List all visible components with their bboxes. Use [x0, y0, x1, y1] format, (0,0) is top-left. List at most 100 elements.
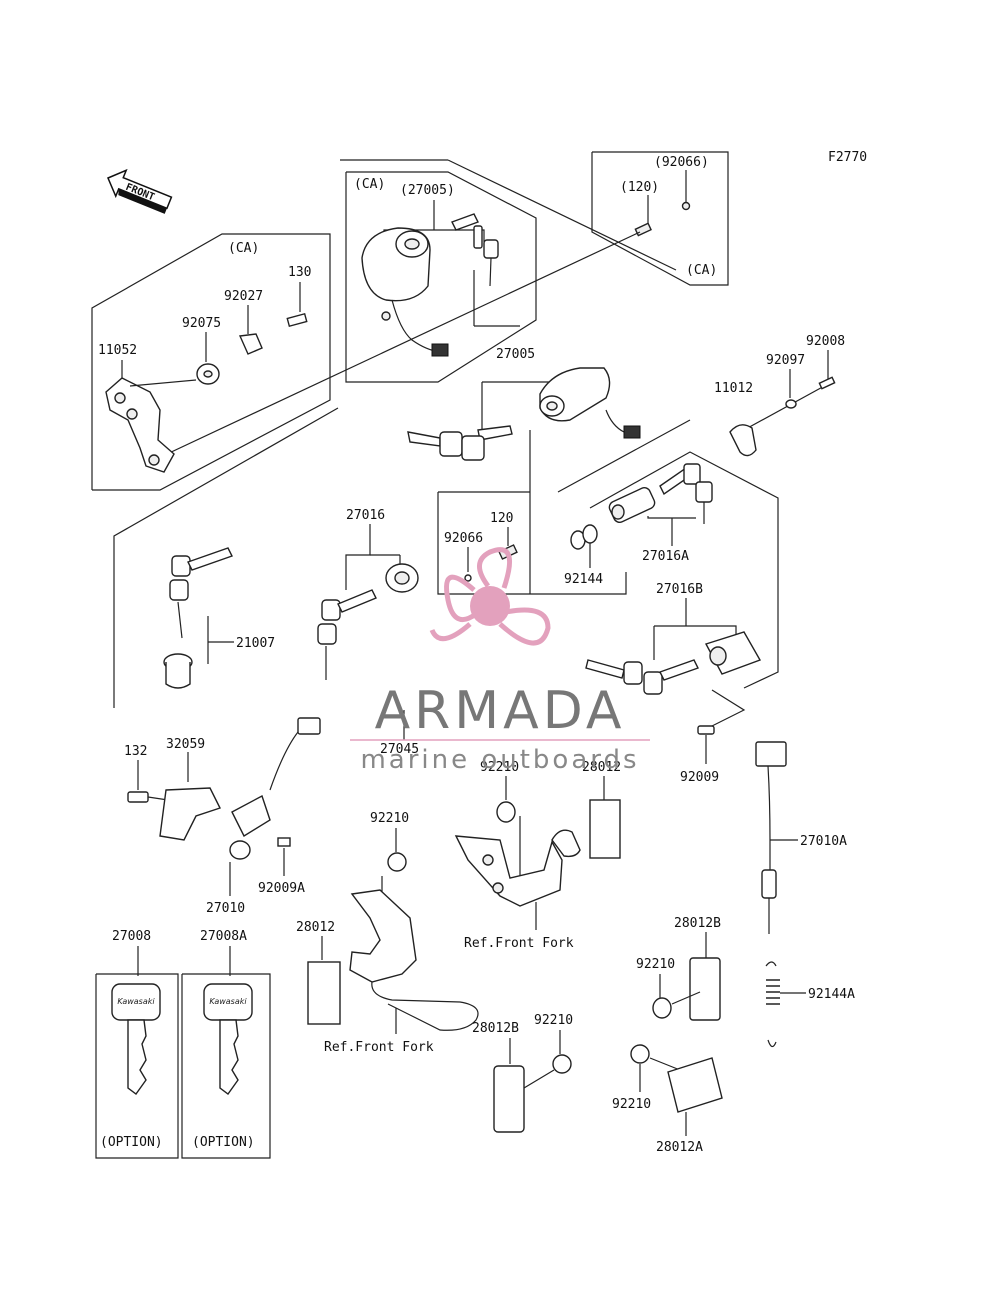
- callout-11012: 11012: [714, 381, 753, 396]
- callout-92210-e: 92210: [612, 1097, 651, 1112]
- lock-21007-icon: [163, 653, 193, 689]
- spring-92144-icon: [570, 524, 598, 550]
- reflector-28012B-b-icon: [689, 957, 721, 1021]
- key-brand-27008A: Kawasaki: [209, 997, 247, 1006]
- callout-92144: 92144: [564, 572, 603, 587]
- callout-27016: 27016: [346, 508, 385, 523]
- option-box-27008A: Kawasaki (OPTION): [181, 973, 271, 1159]
- nut-92210-b-icon: [387, 852, 407, 872]
- reflector-28012A-icon: [667, 1057, 723, 1113]
- option-label-27008A: (OPTION): [192, 1135, 255, 1150]
- seat-lock-icon: [539, 367, 641, 439]
- callout-27005-paren: (27005): [400, 183, 455, 198]
- ref-front-fork-a: Ref.Front Fork: [464, 936, 574, 951]
- ca-box-left: (CA) 130 92027 92075 11052: [91, 233, 331, 491]
- washer-92066-mid-icon: [464, 574, 472, 582]
- callout-92210-d: 92210: [636, 957, 675, 972]
- keys-27016A-icon: [659, 463, 713, 524]
- key-27008-icon: Kawasaki: [111, 983, 161, 1095]
- figure-code: F2770: [828, 150, 867, 165]
- ca-box-top-right: (92066) (120) (CA): [591, 151, 729, 286]
- callout-92009A: 92009A: [258, 881, 305, 896]
- callout-92210-b: 92210: [370, 811, 409, 826]
- collar-92027-icon: [238, 333, 263, 355]
- key-27008A-icon: Kawasaki: [203, 983, 253, 1095]
- screw-92009A-icon: [277, 837, 291, 847]
- bolt-132-icon: [127, 791, 149, 803]
- keys-27016B-icon: [585, 659, 699, 695]
- ignition-switch-27010-icon: [229, 717, 321, 860]
- callout-28012B-b: 28012B: [674, 916, 721, 931]
- callout-27008A: 27008A: [200, 929, 247, 944]
- callout-32059: 32059: [166, 737, 205, 752]
- spring-92144A-icon: [765, 961, 780, 1048]
- keys-seat-lock-icon: [407, 425, 513, 461]
- lock-cylinder-27016-icon: [385, 563, 419, 593]
- callout-27016A: 27016A: [642, 549, 689, 564]
- callout-132: 132: [124, 744, 147, 759]
- callout-92009: 92009: [680, 770, 719, 785]
- screw-92008-icon: [818, 376, 836, 390]
- callout-21007: 21007: [236, 636, 275, 651]
- washer-92097-icon: [785, 399, 797, 409]
- keys-27016-icon: [317, 589, 377, 680]
- option-label-27008: (OPTION): [100, 1135, 163, 1150]
- callout-120-paren: (120): [620, 180, 659, 195]
- bracket-11052-icon: [105, 377, 175, 473]
- watermark-tagline: marine outboards: [360, 745, 639, 775]
- option-box-27008: Kawasaki (OPTION): [95, 973, 179, 1159]
- washer-92066-icon: [681, 201, 691, 211]
- front-arrow-icon: FRONT: [107, 168, 173, 214]
- bracket-32059-icon: [159, 787, 221, 841]
- callout-27010: 27010: [206, 901, 245, 916]
- propeller-logo-icon: [429, 547, 551, 646]
- ca-box-center: (CA) (27005): [345, 171, 537, 383]
- screw-120-icon: [634, 222, 652, 237]
- callout-27005: 27005: [496, 347, 535, 362]
- callout-92008: 92008: [806, 334, 845, 349]
- callout-92027: 92027: [224, 289, 263, 304]
- reflector-28012B-a-icon: [493, 1065, 525, 1133]
- callout-11052: 11052: [98, 343, 137, 358]
- callout-120: 120: [490, 511, 513, 526]
- callout-27016B: 27016B: [656, 582, 703, 597]
- callout-28012-b: 28012: [296, 920, 335, 935]
- front-fork-bracket-b-icon: [349, 889, 479, 1031]
- callout-28012B-a: 28012B: [472, 1021, 519, 1036]
- reflector-28012-a-icon: [589, 799, 621, 859]
- nut-92210-d-icon: [652, 997, 672, 1019]
- nut-92210-c-icon: [552, 1054, 572, 1074]
- ignition-switch-ca-icon: [361, 227, 449, 357]
- ca-label-left: (CA): [228, 241, 259, 256]
- nut-92210-a-icon: [496, 801, 516, 823]
- ca-label-top-right: (CA): [686, 263, 717, 278]
- keys-ca-icon: [451, 213, 499, 287]
- callout-27008: 27008: [112, 929, 151, 944]
- keys-21007-icon: [169, 547, 233, 639]
- callout-92144A: 92144A: [808, 987, 855, 1002]
- reflector-28012-b-icon: [307, 961, 341, 1025]
- ref-front-fork-b: Ref.Front Fork: [324, 1040, 434, 1055]
- callout-28012-a: 28012: [582, 760, 621, 775]
- front-fork-bracket-a-icon: [454, 829, 581, 907]
- plate-11012-icon: [729, 424, 757, 457]
- harness-27010A-icon: [755, 741, 787, 934]
- callout-27045: 27045: [380, 742, 419, 757]
- callout-130: 130: [288, 265, 311, 280]
- callout-92097: 92097: [766, 353, 805, 368]
- callout-27010A: 27010A: [800, 834, 847, 849]
- callout-92210-c: 92210: [534, 1013, 573, 1028]
- armada-watermark: ARMADA marine outboards: [350, 547, 650, 775]
- watermark-brand: ARMADA: [375, 681, 626, 741]
- lock-27016A-icon: [608, 487, 656, 523]
- nut-92210-e-icon: [630, 1044, 650, 1064]
- ca-label-center: (CA): [354, 177, 385, 192]
- callout-92066: 92066: [444, 531, 483, 546]
- bolt-130-icon: [286, 312, 308, 328]
- key-brand-27008: Kawasaki: [117, 997, 155, 1006]
- callout-92075: 92075: [182, 316, 221, 331]
- callout-28012A: 28012A: [656, 1140, 703, 1155]
- screw-92009-icon: [697, 725, 715, 735]
- callout-92066-paren: (92066): [654, 155, 709, 170]
